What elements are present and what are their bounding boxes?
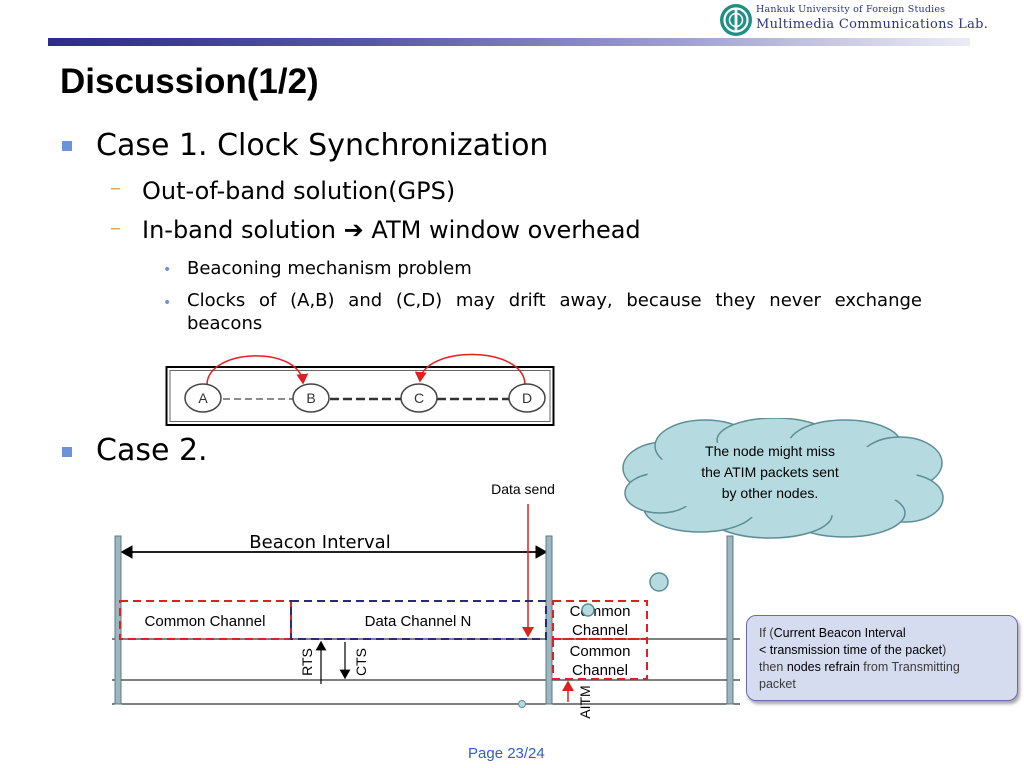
arrow-right-icon: ➔	[343, 216, 364, 244]
svg-text:Common: Common	[570, 603, 631, 620]
node-b: B	[292, 383, 330, 413]
node-d: D	[508, 383, 546, 413]
case1-bullet1: Beaconing mechanism problem	[187, 258, 472, 279]
page-number: Page 23/24	[468, 745, 545, 762]
bullet-square-icon	[62, 447, 72, 457]
beacon-interval-label: Beacon Interval	[249, 532, 390, 553]
rts-label: RTS	[299, 648, 315, 676]
cloud-line3: by other nodes.	[721, 485, 819, 501]
slide-title: Discussion(1/2)	[60, 62, 319, 101]
svg-text:A: A	[198, 390, 208, 406]
aitm-label: AITM	[577, 685, 593, 718]
svg-text:Channel: Channel	[572, 622, 628, 639]
node-a: A	[184, 383, 222, 413]
university-name: Hankuk University of Foreign Studies	[756, 4, 946, 15]
cloud-callout	[622, 418, 944, 539]
page-label: Page 23	[468, 745, 524, 762]
cloud-text: The node might miss the ATIM packets sen…	[660, 441, 880, 504]
dot-bullet-icon: •	[163, 295, 172, 311]
case1-sub1: Out-of-band solution(GPS)	[142, 177, 456, 205]
page-total: /24	[523, 745, 545, 762]
cloud-line2: the ATIM packets sent	[701, 464, 839, 480]
lab-logo-icon	[720, 4, 752, 36]
common-channel-box-lower	[552, 638, 648, 680]
sub2-suffix: ATM window overhead	[371, 216, 641, 244]
cts-label: CTS	[353, 648, 369, 676]
timing-diagram: Beacon Interval Data send Common Channel…	[112, 481, 740, 719]
condition-note: If (Current Beacon Interval < transmissi…	[746, 615, 1018, 701]
dot-bullet-icon: •	[163, 262, 172, 278]
case1-bullet2-line1: Clocks of (A,B) and (C,D) may drift away…	[187, 290, 922, 311]
svg-text:Common: Common	[570, 643, 631, 660]
lab-name: Multimedia Communications Lab.	[756, 17, 989, 32]
common-channel-box-upper	[552, 600, 648, 640]
case1-bullet2-line2: beacons	[187, 313, 263, 334]
data-channel-label: Data Channel N	[365, 613, 472, 630]
case1-bullet2: Clocks of (A,B) and (C,D) may drift away…	[187, 290, 922, 334]
svg-text:Channel: Channel	[572, 662, 628, 679]
common-channel-label: Common Channel	[145, 613, 266, 630]
svg-text:D: D	[522, 390, 532, 406]
svg-text:C: C	[414, 390, 424, 406]
sub2-prefix: In-band solution	[142, 216, 337, 244]
case1-sub2: In-band solution ➔ ATM window overhead	[142, 216, 641, 244]
case2-heading: Case 2.	[96, 433, 208, 468]
svg-text:B: B	[306, 390, 315, 406]
case1-heading: Case 1. Clock Synchronization	[96, 128, 549, 163]
cloud-line1: The node might miss	[705, 443, 835, 459]
node-diagram: A B C D	[165, 353, 555, 426]
dash-bullet-icon: –	[110, 216, 121, 241]
data-channel-box	[290, 600, 547, 640]
header-bar	[48, 38, 970, 46]
bullet-square-icon	[62, 141, 72, 151]
data-send-label: Data send	[491, 481, 555, 497]
node-c: C	[400, 383, 438, 413]
dash-bullet-icon: –	[110, 176, 121, 201]
